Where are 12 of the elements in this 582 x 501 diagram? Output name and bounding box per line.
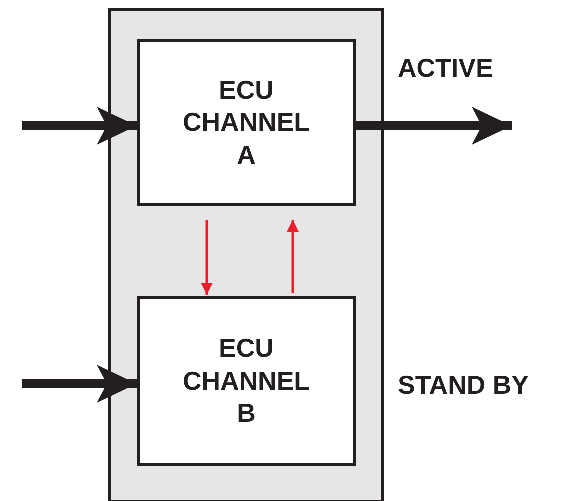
arrow — [356, 107, 512, 145]
state-label: STAND BY — [398, 370, 529, 401]
arrow — [22, 107, 137, 145]
box-label: ECU CHANNEL A — [182, 74, 312, 172]
state-label: ACTIVE — [398, 53, 494, 84]
box-label: ECU CHANNEL B — [182, 332, 312, 430]
process-box — [137, 39, 356, 206]
process-box — [137, 296, 356, 466]
arrow — [201, 220, 213, 295]
panel-box — [108, 8, 384, 501]
arrow — [287, 220, 299, 293]
arrow — [22, 365, 137, 403]
